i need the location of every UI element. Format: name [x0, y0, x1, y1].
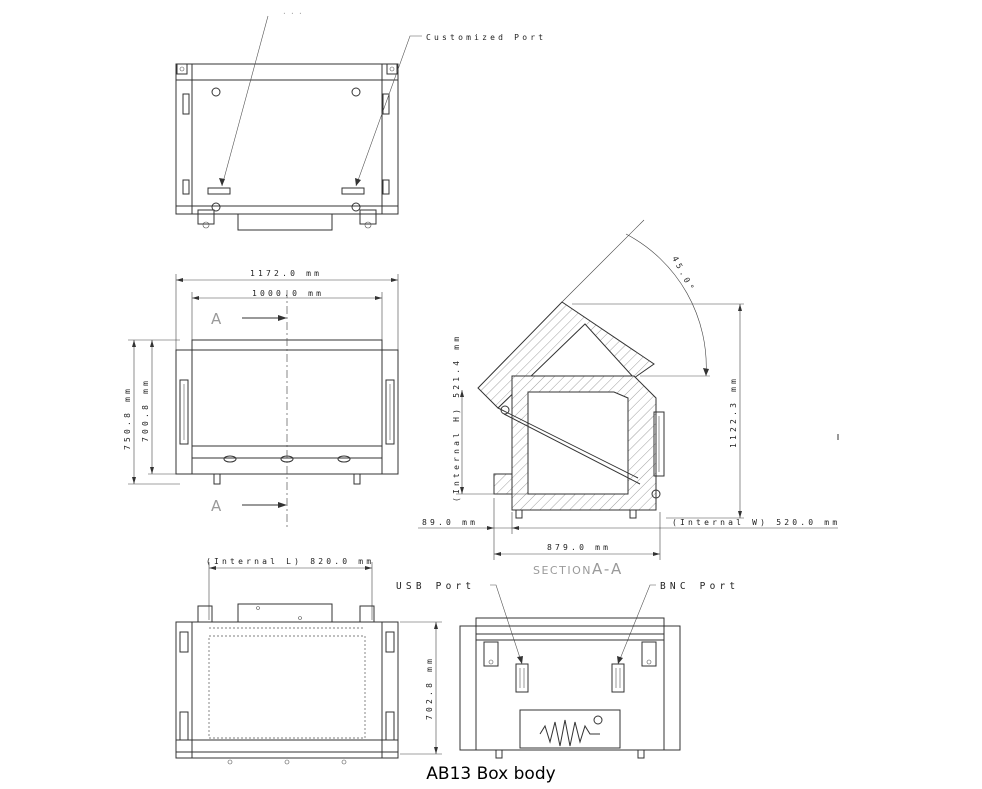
section-internal-height: (Internal H) 521.4 mm [452, 334, 461, 502]
front-height-inner: 700.8 mm [141, 378, 150, 442]
section-depth: 879.0 mm [547, 543, 611, 552]
drawing-caption: AB13 Box body [426, 764, 556, 784]
customized-port-label: Customized Port [426, 33, 546, 42]
usb-port-label: USB Port [396, 581, 475, 592]
front-height-overall: 750.8 mm [123, 386, 132, 450]
section-offset: 89.0 mm [422, 518, 478, 527]
bnc-port-label: BNC Port [660, 581, 739, 592]
side-internal-length: (Internal L) 820.0 mm [206, 557, 374, 566]
top-view: ... Customized Port [175, 7, 546, 231]
side-height: 702.8 mm [425, 656, 434, 720]
section-overall-height: 1122.3 mm [729, 376, 738, 448]
section-title-prefix: SECTION [533, 564, 592, 577]
section-mark-top: A [211, 310, 223, 328]
front-width-overall: 1172.0 mm [250, 269, 322, 278]
section-title-id: A-A [592, 560, 623, 578]
side-view: (Internal L) 820.0 mm 702.8 mm [175, 557, 442, 765]
top-view-partial-label: ... [282, 7, 306, 16]
rear-view: USB Port BNC Port [396, 581, 739, 759]
section-angle: 45.0° [670, 255, 697, 295]
section-mark-bottom: A [211, 497, 223, 515]
section-view: 45.0° 1122.3 mm (Internal H) 521.4 mm [418, 219, 840, 578]
front-view: 1172.0 mm 1000.0 mm 750.8 mm 700.8 mm [123, 269, 399, 530]
section-internal-width: (Internal W) 520.0 mm [672, 518, 840, 527]
front-width-inner: 1000.0 mm [252, 289, 324, 298]
